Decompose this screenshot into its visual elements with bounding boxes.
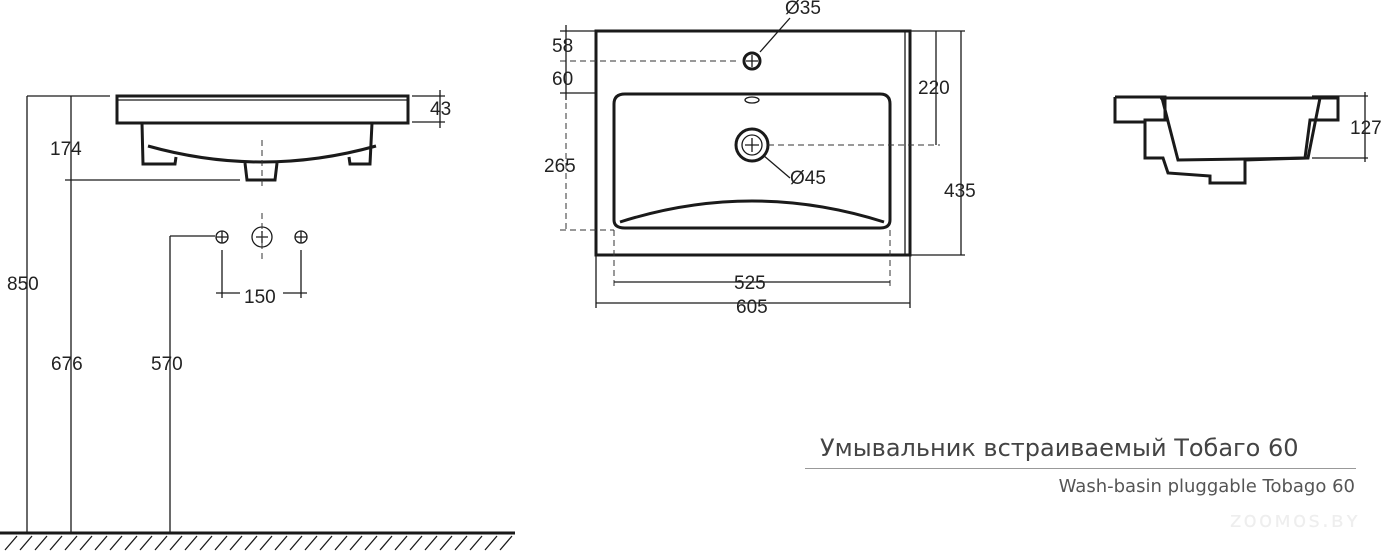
title-divider: [805, 468, 1356, 469]
side-elevation-view: 174 43 850 676 570 150: [0, 90, 515, 551]
dim-total-height: 850: [7, 274, 39, 295]
dim-supply-spacing: 150: [244, 287, 276, 308]
dim-bowl-width: 525: [734, 273, 766, 294]
dim-tap-offset: 58: [552, 36, 573, 57]
dim-drain-hole: Ø45: [790, 168, 826, 189]
watermark-logo: ᴢᴏᴏᴍᴏꜱ.ʙʏ: [1229, 508, 1361, 533]
product-title-en: Wash-basin pluggable Tobago 60: [1058, 476, 1355, 497]
product-title-ru: Умывальник встраиваемый Тобаго 60: [820, 434, 1299, 462]
dim-rim-height: 43: [430, 99, 451, 120]
dim-total-width: 605: [736, 297, 768, 318]
dim-bowl-offset: 60: [552, 69, 573, 90]
dim-drain-offset: 220: [918, 78, 950, 99]
dim-total-depth: 435: [944, 181, 976, 202]
dim-bowl-depth: 265: [544, 156, 576, 177]
dim-drain-height: 676: [51, 354, 83, 375]
dim-depth-drop: 174: [50, 139, 82, 160]
top-plan-view: Ø35 58 60 220 265 Ø45 435 525 605: [544, 0, 976, 318]
dim-tap-hole: Ø35: [785, 0, 821, 19]
dim-supply-height: 570: [151, 354, 183, 375]
floor-hatch: [4, 535, 513, 551]
section-view: 127: [1113, 92, 1381, 185]
dim-bowl-height: 127: [1350, 118, 1381, 139]
